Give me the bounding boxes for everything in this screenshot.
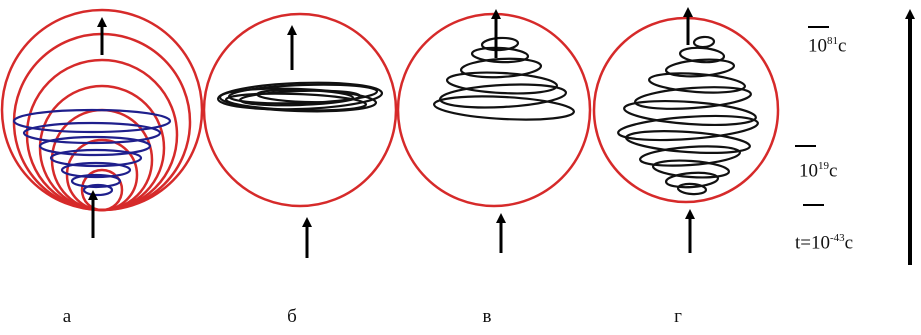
panel-v bbox=[398, 14, 590, 253]
flat-spiral bbox=[218, 80, 383, 114]
time-label-top: 1081c bbox=[808, 35, 846, 57]
panel-label-b: б bbox=[277, 306, 307, 328]
time-label-bottom: t=10-43c bbox=[795, 232, 853, 254]
sphere-v bbox=[398, 14, 590, 206]
spiral-g-ring-0 bbox=[694, 36, 715, 47]
panel-label-v: в bbox=[472, 306, 502, 328]
panel-label-g: г bbox=[663, 306, 693, 328]
cone-spiral bbox=[434, 37, 575, 123]
sphere-a-3 bbox=[40, 86, 164, 210]
panel-label-a: а bbox=[52, 306, 82, 328]
panel-b bbox=[204, 14, 396, 258]
spiral-g-ring-10 bbox=[666, 171, 719, 189]
panel-a bbox=[2, 10, 202, 238]
spindle-spiral bbox=[617, 36, 758, 195]
spiral-a-ring-0 bbox=[14, 110, 170, 132]
time-label-middle: 1019c bbox=[799, 160, 837, 182]
spiral-g-ring-7 bbox=[625, 128, 750, 157]
spiral-v-ring-3 bbox=[447, 70, 558, 96]
panel-g bbox=[594, 12, 778, 253]
